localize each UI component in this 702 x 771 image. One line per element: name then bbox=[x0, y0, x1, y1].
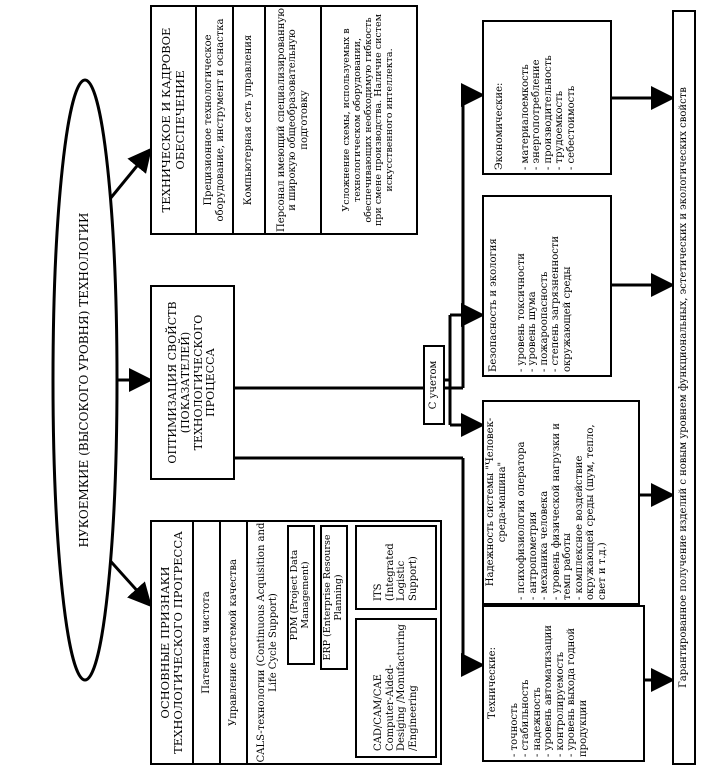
arrow-root-to-signs bbox=[103, 553, 153, 608]
signs-patent: Патентная чистота bbox=[200, 591, 212, 694]
arrow-root-to-tech bbox=[103, 147, 152, 206]
optimization-label: ОПТИМИЗАЦИЯ СВОЙСТВ (ПОКАЗАТЕЛЕЙ) ТЕХНОЛ… bbox=[166, 301, 218, 464]
cad-box bbox=[355, 618, 437, 758]
consider-box bbox=[423, 345, 445, 425]
consider-label: С учетом bbox=[428, 360, 440, 410]
tech-item-3: Персонал имеющий специализированную и ши… bbox=[275, 8, 310, 233]
cals-title: CALS-технологии (Continuous Acquisition … bbox=[256, 522, 279, 763]
tech-item-4: Усложнение схемы, используемых в техноло… bbox=[340, 13, 396, 227]
technical-content: Технические: точностьстабильностьнадежно… bbox=[487, 609, 642, 757]
tech-box bbox=[150, 5, 418, 235]
erp-label: ERP (Enterprise Resourse Planning) bbox=[322, 534, 344, 661]
reliability-content: Надежность системы "Человек-среда-машина… bbox=[485, 404, 635, 600]
erp-box bbox=[320, 525, 348, 670]
result-box bbox=[672, 10, 696, 765]
tech-item-1: Прецизионное технологическое оборудовани… bbox=[203, 18, 226, 222]
signs-quality: Управление системой качества bbox=[227, 559, 239, 727]
optimization-box bbox=[150, 285, 235, 480]
safety-content: Безопасность и экология уровень токсично… bbox=[488, 200, 606, 372]
pdm-label: PDM (Project Data Management) bbox=[289, 549, 311, 641]
signs-title: ОСНОВНЫЕ ПРИЗНАКИ ТЕХНОЛОГИЧЕСКОГО ПРОГР… bbox=[157, 531, 185, 754]
its-box bbox=[355, 525, 437, 610]
its-label: ITS (Integrated Logistic Support) bbox=[373, 543, 419, 601]
root-label: НУКОЕМКИЕ (ВЫСОКОГО УРОВНЯ) ТЕХНОЛОГИИ bbox=[77, 212, 92, 548]
root-ellipse bbox=[51, 78, 119, 682]
result-label: Гарантированное получение изделий с новы… bbox=[678, 87, 690, 688]
cad-label: CAD/CAM/CAE Computer-Aided-Desiging /Mon… bbox=[373, 624, 419, 751]
tech-item-2: Компьютерная сеть управления bbox=[243, 34, 255, 206]
tech-title: ТЕХНИЧЕСКОЕ И КАДРОВОЕ ОБЕСПЕЧЕНИЕ bbox=[159, 27, 187, 213]
economic-content: Экономические: материалоемкостьэнергопот… bbox=[490, 24, 604, 170]
pdm-box bbox=[287, 525, 315, 665]
